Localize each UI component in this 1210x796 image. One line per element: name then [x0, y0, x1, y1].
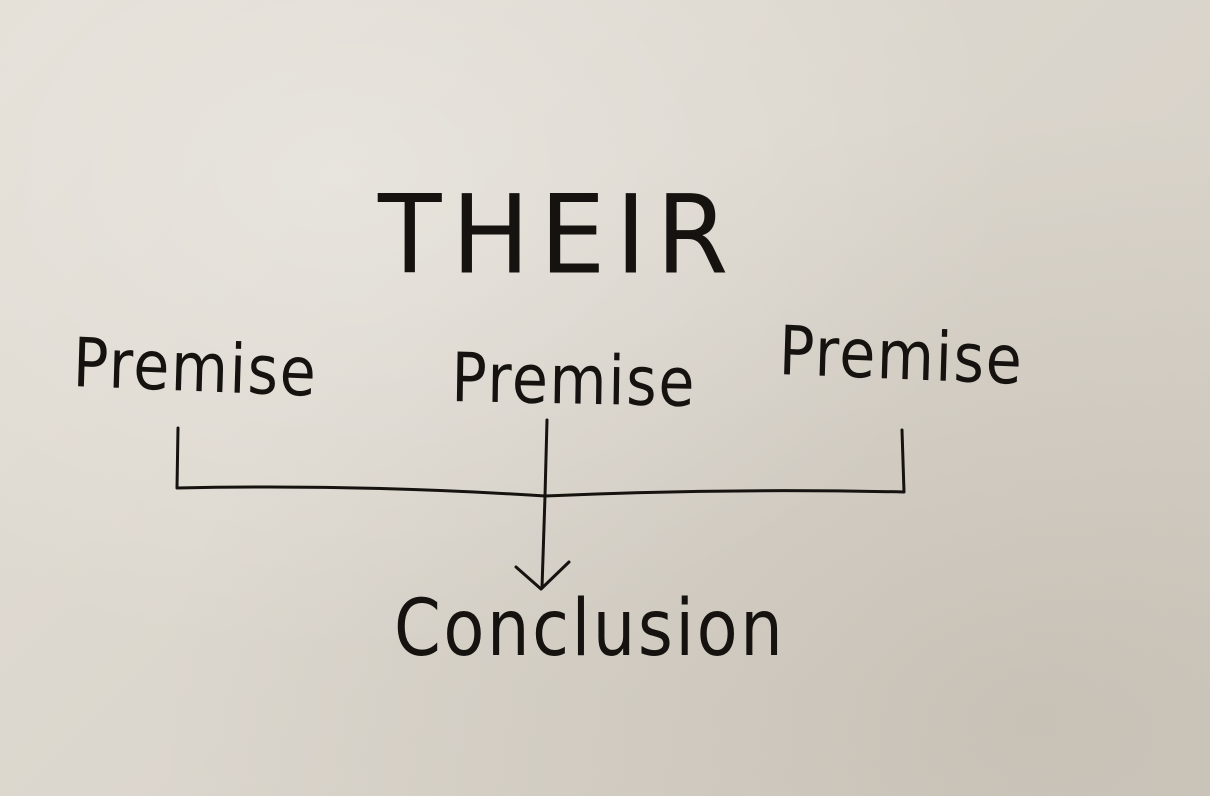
conclusion-label: Conclusion — [394, 584, 786, 674]
left-premise-connector — [175, 426, 547, 498]
right-premise-connector — [543, 428, 906, 498]
conclusion-arrowhead — [514, 560, 571, 591]
diagram-title: THEIR — [378, 170, 739, 299]
conclusion-arrow-shaft — [540, 494, 547, 590]
middle-premise-connector — [543, 418, 549, 498]
